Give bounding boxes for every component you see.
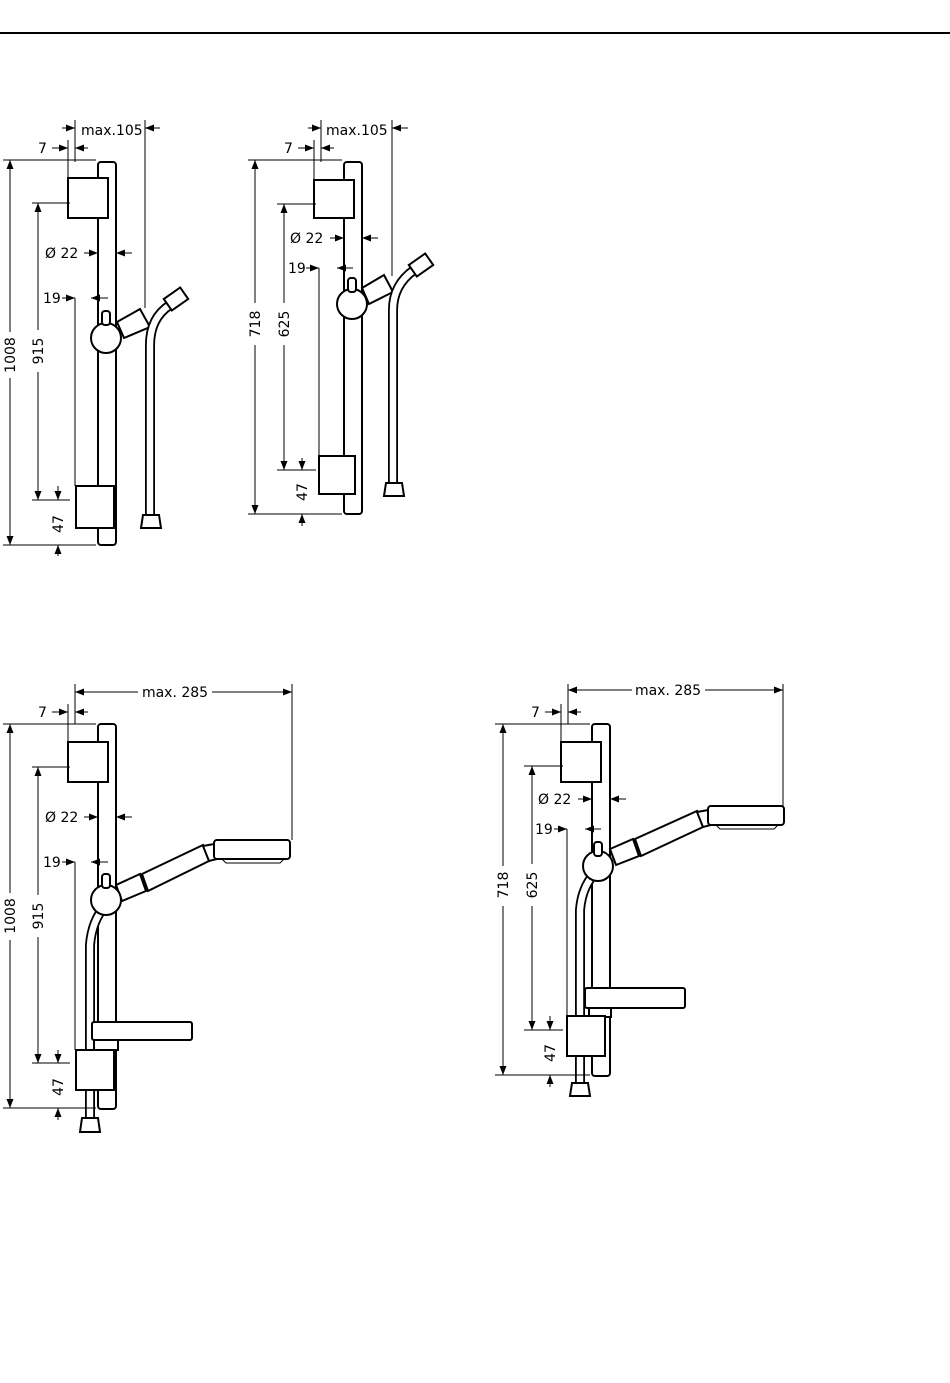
wall-bracket-bottom	[76, 1050, 114, 1090]
dim-total-height: 1008	[3, 898, 19, 934]
dim-wall-distance: 19	[43, 855, 61, 871]
slider-knob	[91, 323, 121, 353]
holder-arm	[117, 309, 150, 338]
slider-pin	[594, 842, 602, 856]
dim-wall-distance: 19	[535, 822, 553, 838]
drawing-bar-718-hose: max.105 7 Ø 22 19 718 625 47	[248, 120, 433, 526]
dim-offset: 7	[531, 705, 540, 721]
dim-pipe-diameter: Ø 22	[45, 246, 78, 262]
slider-knob	[337, 289, 367, 319]
wall-bracket-top	[314, 180, 354, 218]
dim-bracket-spacing: 625	[277, 311, 293, 338]
slider-pin	[102, 874, 110, 888]
dimension-lines	[3, 684, 292, 1120]
dim-bottom-offset: 47	[51, 1078, 67, 1096]
dim-total-height: 718	[496, 872, 512, 899]
wall-bracket-bottom	[319, 456, 355, 494]
dim-max-width: max.105	[81, 123, 143, 139]
wall-bracket-top	[561, 742, 601, 782]
dim-max-width: max. 285	[635, 683, 701, 699]
soap-dish	[585, 988, 685, 1008]
dim-offset: 7	[38, 141, 47, 157]
dim-wall-distance: 19	[43, 291, 61, 307]
soap-dish	[92, 1022, 192, 1040]
dim-total-height: 718	[248, 311, 264, 338]
dim-total-height: 1008	[3, 337, 19, 373]
slider-pin	[348, 278, 356, 292]
dim-offset: 7	[284, 141, 293, 157]
drawing-bar-1008-hose: max.105 7 Ø 22 19 1008 915 47	[3, 120, 188, 556]
slider-knob	[91, 885, 121, 915]
slider-pin	[102, 311, 110, 325]
hand-shower	[116, 840, 290, 901]
dim-max-width: max.105	[326, 123, 388, 139]
soap-dish-mount	[94, 1040, 118, 1050]
dim-pipe-diameter: Ø 22	[290, 231, 323, 247]
dim-offset: 7	[38, 705, 47, 721]
drawing-bar-1008-set: max. 285 7 Ø 22 19 1008 915 47	[3, 684, 292, 1132]
dim-pipe-diameter: Ø 22	[538, 792, 571, 808]
dim-bracket-spacing: 625	[525, 872, 541, 899]
dim-bottom-offset: 47	[51, 515, 67, 533]
hand-shower	[610, 806, 784, 865]
wall-bracket-bottom	[567, 1016, 605, 1056]
wall-bracket-top	[68, 742, 108, 782]
dim-wall-distance: 19	[288, 261, 306, 277]
drawing-bar-718-set: max. 285 7 Ø 22 19 718 625 47	[495, 683, 784, 1096]
dim-bottom-offset: 47	[295, 483, 311, 501]
dim-pipe-diameter: Ø 22	[45, 810, 78, 826]
dim-bracket-spacing: 915	[31, 903, 47, 930]
wall-bracket-top	[68, 178, 108, 218]
wall-bracket-bottom	[76, 486, 114, 528]
dim-bracket-spacing: 915	[31, 338, 47, 365]
dim-max-width: max. 285	[142, 685, 208, 701]
dim-bottom-offset: 47	[543, 1044, 559, 1062]
